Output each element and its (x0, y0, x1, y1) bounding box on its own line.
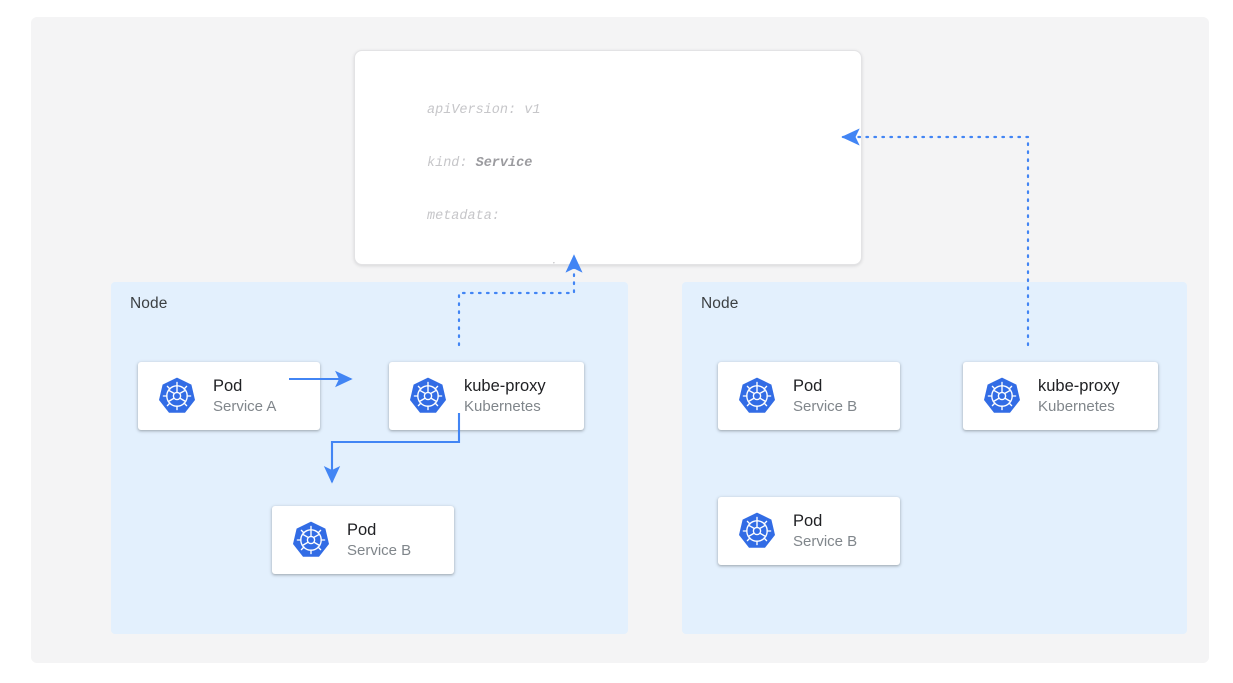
card-text: kube-proxy Kubernetes (1038, 376, 1120, 416)
kubernetes-icon (982, 376, 1022, 416)
node-label-right: Node (701, 295, 739, 312)
card-pod-service-a[interactable]: Pod Service A (138, 362, 320, 430)
node-label-left: Node (130, 295, 168, 312)
card-title: Pod (793, 376, 823, 395)
yaml-line-kind: kind: Service (427, 155, 533, 171)
card-subtitle: Kubernetes (464, 397, 541, 415)
card-pod-service-b-right-top[interactable]: Pod Service B (718, 362, 900, 430)
node-container-left: Node (111, 282, 628, 634)
yaml-kind-value: Service (475, 155, 533, 171)
card-title: Pod (793, 511, 823, 530)
card-pod-service-b-left[interactable]: Pod Service B (272, 506, 454, 574)
card-text: kube-proxy Kubernetes (464, 376, 546, 416)
card-subtitle: Service B (793, 397, 858, 415)
card-title: kube-proxy (464, 376, 546, 395)
yaml-line-apiversion: apiVersion: v1 (427, 103, 541, 119)
card-title: Pod (347, 520, 377, 539)
card-pod-service-b-right-bottom[interactable]: Pod Service B (718, 497, 900, 565)
service-spec-code: apiVersion: v1 kind: Service metadata: n… (427, 67, 759, 264)
yaml-line-metadata: metadata: (427, 208, 500, 224)
card-title: Pod (213, 376, 243, 395)
card-kube-proxy-right[interactable]: kube-proxy Kubernetes (963, 362, 1158, 430)
card-subtitle: Service A (213, 397, 277, 415)
service-spec-card: apiVersion: v1 kind: Service metadata: n… (354, 50, 862, 265)
card-text: Pod Service B (793, 376, 857, 416)
kubernetes-icon (737, 511, 777, 551)
card-subtitle: Service B (347, 541, 412, 559)
card-subtitle: Kubernetes (1038, 397, 1115, 415)
card-text: Pod Service B (793, 511, 857, 551)
card-text: Pod Service B (347, 520, 411, 560)
card-text: Pod Service A (213, 376, 276, 416)
yaml-line-metadata-name: name: my-service (427, 261, 759, 264)
kubernetes-icon (408, 376, 448, 416)
diagram-canvas: apiVersion: v1 kind: Service metadata: n… (31, 17, 1209, 663)
kubernetes-icon (157, 376, 197, 416)
kubernetes-icon (291, 520, 331, 560)
card-subtitle: Service B (793, 532, 858, 550)
card-title: kube-proxy (1038, 376, 1120, 395)
node-container-right: Node (682, 282, 1187, 634)
card-kube-proxy-left[interactable]: kube-proxy Kubernetes (389, 362, 584, 430)
kubernetes-icon (737, 376, 777, 416)
